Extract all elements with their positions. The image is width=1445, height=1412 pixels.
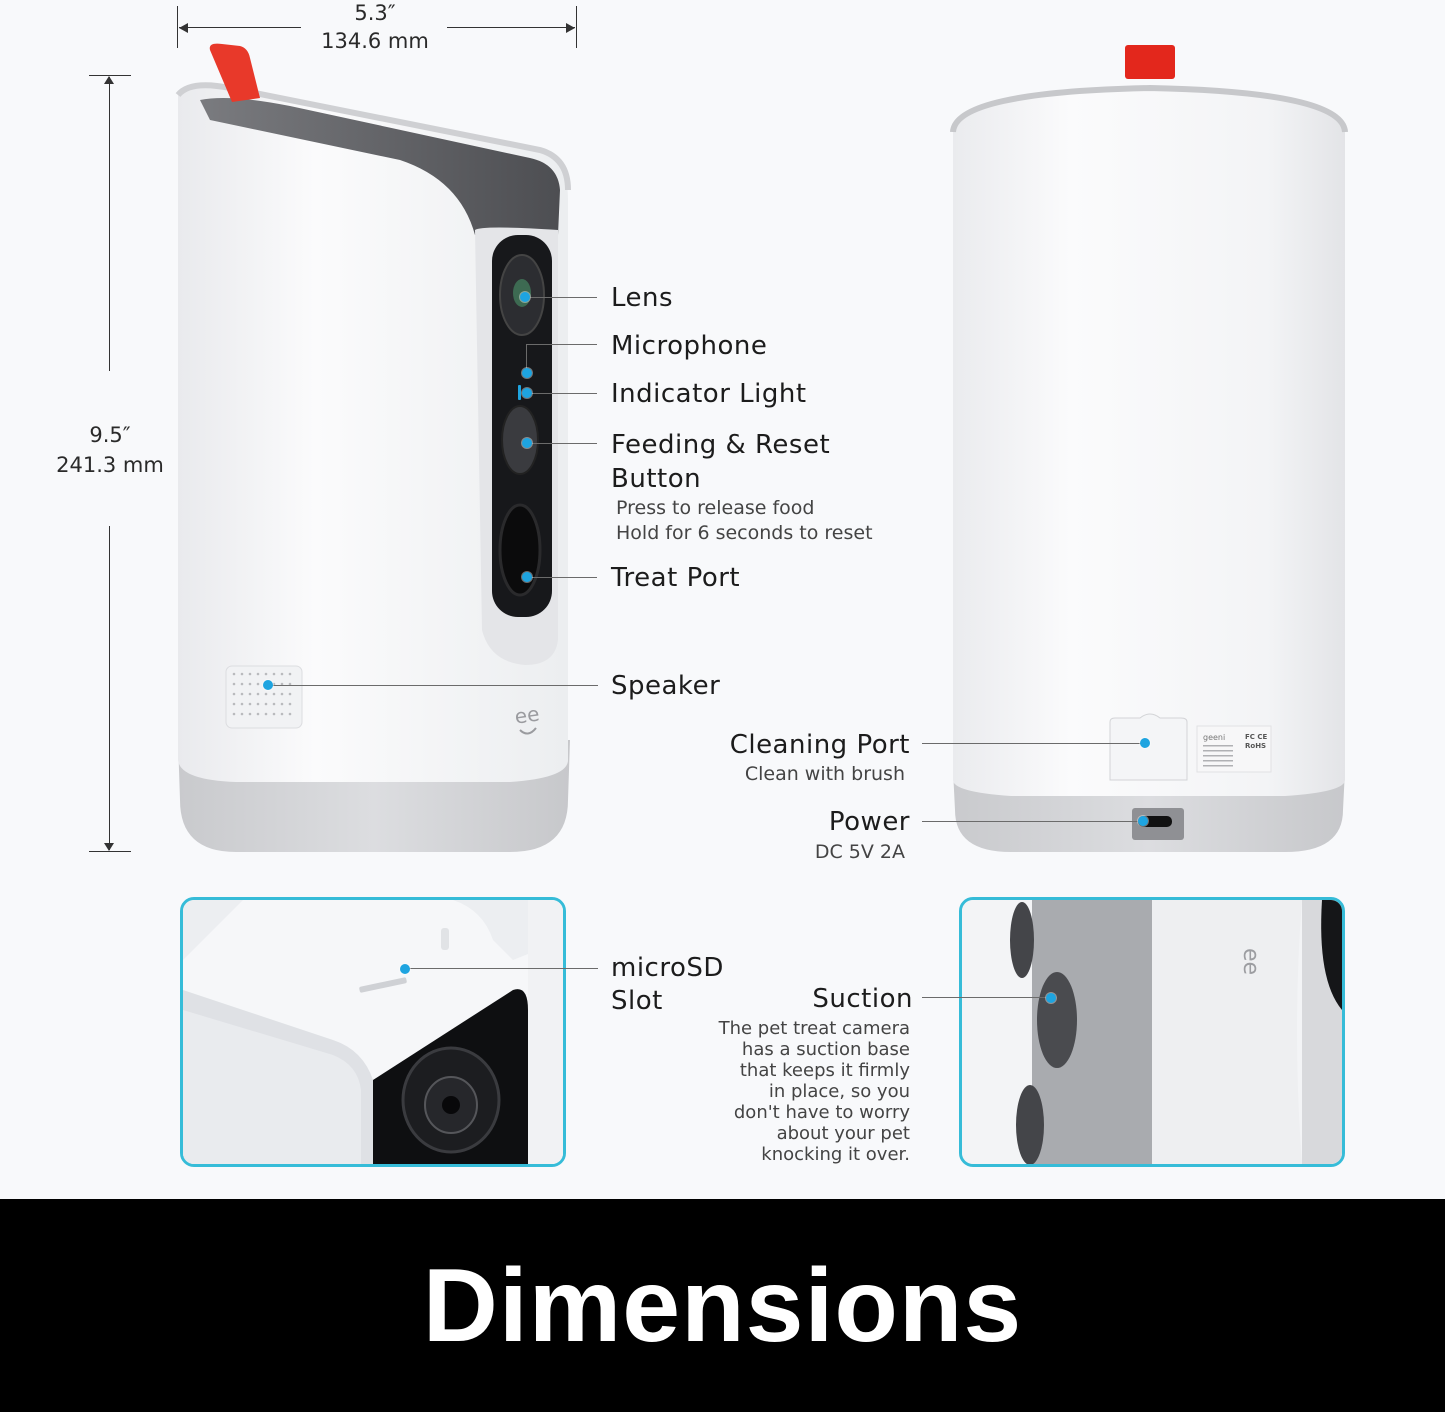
treat-port-label: Treat Port — [611, 563, 741, 593]
cleaning-port-cover — [1109, 713, 1188, 781]
feeding-button-dot — [522, 438, 532, 448]
suction-inset: ee — [959, 897, 1345, 1167]
feeding-reset-button-shape — [501, 405, 539, 475]
power-dot — [1138, 816, 1148, 826]
arrow-up-icon — [104, 76, 114, 84]
back-device-illustration: geeni FC CE RoHS — [950, 45, 1348, 852]
height-line-bottom — [109, 526, 110, 850]
microsd-label-line1: microSD — [611, 953, 724, 983]
microsd-dot — [400, 964, 410, 974]
height-inches: 9.5″ — [89, 423, 131, 447]
suction-cup-middle — [1037, 972, 1077, 1068]
front-device-illustration: ee — [175, 43, 571, 852]
feeding-button-desc-1: Press to release food — [616, 497, 815, 519]
treat-port-leader — [527, 577, 597, 578]
suction-leader — [922, 997, 1050, 998]
microsd-leader — [405, 968, 598, 969]
suction-label: Suction — [812, 984, 913, 1014]
microphone-label: Microphone — [611, 331, 768, 361]
power-label: Power — [828, 807, 910, 837]
height-tick-bottom — [89, 851, 131, 852]
svg-text:RoHS: RoHS — [1245, 742, 1266, 750]
lens-leader — [527, 297, 597, 298]
cleaning-port-desc: Clean with brush — [744, 763, 905, 785]
suction-closeup-illustration: ee — [962, 900, 1342, 1164]
treat-port-dot — [522, 572, 532, 582]
height-line-top — [109, 77, 110, 371]
suction-cup-top — [1010, 902, 1034, 978]
suction-desc: The pet treat camera has a suction base … — [718, 1018, 910, 1165]
svg-text:FC CE: FC CE — [1245, 733, 1267, 741]
cleaning-port-dot — [1140, 738, 1150, 748]
feeding-button-desc-2: Hold for 6 seconds to reset — [616, 522, 873, 544]
microsd-closeup-illustration — [183, 900, 563, 1164]
speaker-grille — [225, 665, 303, 729]
indicator-light-label: Indicator Light — [611, 379, 807, 409]
width-mm: 134.6 mm — [321, 29, 429, 53]
microphone-leader-vertical — [526, 344, 527, 370]
cleaning-port-label: Cleaning Port — [729, 730, 910, 760]
device-top-lid — [200, 98, 560, 235]
indicator-light-leader — [527, 393, 597, 394]
arrow-down-icon — [104, 843, 114, 851]
width-tick-left — [177, 6, 178, 48]
width-arrow-line-right — [447, 27, 575, 28]
microsd-slot-shape — [359, 977, 407, 993]
microsd-inset — [180, 897, 566, 1167]
indicator-light-dot — [522, 388, 532, 398]
speaker-label: Speaker — [611, 671, 721, 701]
indicator-light-bar — [518, 385, 521, 400]
arrow-right-icon — [566, 23, 575, 33]
width-arrow-line-left — [179, 27, 301, 28]
red-pull-tab — [209, 43, 260, 102]
brand-logo-icon: ee — [513, 701, 541, 728]
width-tick-right — [576, 6, 577, 48]
height-mm: 241.3 mm — [56, 453, 164, 477]
speaker-leader — [268, 685, 598, 686]
power-leader — [922, 821, 1142, 822]
footer-banner: Dimensions — [0, 1199, 1445, 1412]
microphone-dot — [522, 368, 532, 378]
speaker-dot — [263, 680, 273, 690]
feeding-button-label: Feeding & Reset — [611, 430, 831, 460]
product-label — [1196, 725, 1272, 773]
lens-label: Lens — [611, 283, 674, 313]
height-tick-top — [89, 75, 131, 76]
cleaning-port-leader — [922, 743, 1144, 744]
treat-port-shape — [498, 503, 542, 597]
svg-text:ee: ee — [1238, 948, 1263, 975]
feeding-button-label-line2: Button — [611, 464, 702, 494]
suction-cup-bottom — [1016, 1085, 1044, 1164]
label-brand: geeni — [1203, 733, 1225, 742]
back-body — [953, 90, 1345, 796]
suction-dot — [1046, 993, 1056, 1003]
microsd-label-line2: Slot — [611, 986, 663, 1016]
arrow-left-icon — [179, 23, 188, 33]
lens-dot — [520, 292, 530, 302]
device-body — [178, 85, 568, 782]
red-top-tab — [1125, 45, 1175, 79]
width-dimension — [177, 4, 577, 48]
power-desc: DC 5V 2A — [814, 841, 905, 863]
footer-title: Dimensions — [422, 1248, 1023, 1364]
microphone-leader — [527, 344, 597, 345]
feeding-button-leader — [527, 443, 597, 444]
width-inches: 5.3″ — [354, 1, 396, 25]
